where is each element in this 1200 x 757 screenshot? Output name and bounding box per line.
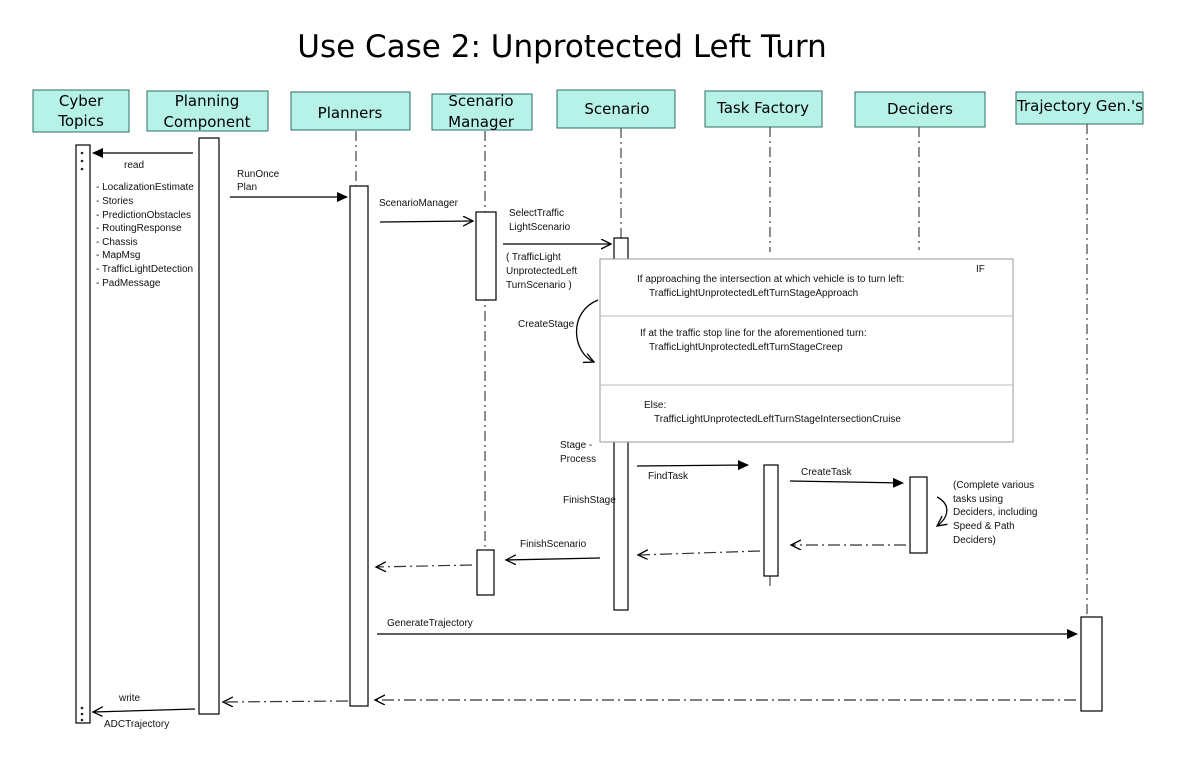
alt-frame [599,258,1014,443]
deciders-note-line: Deciders) [953,535,996,546]
activation-task-factory [763,464,779,577]
alt-condition: Else: [644,400,666,411]
alt-fragment: IF If approaching the intersection at wh… [599,258,1014,443]
message-label-runonce: RunOnce [237,169,280,180]
message-label-select-traffic: SelectTraffic [509,208,564,219]
participant-planners: Planners [290,91,411,131]
participant-label-line: Component [163,113,250,131]
activation-deciders [909,476,928,554]
participant-label-line: Trajectory Gen.'s [1016,97,1143,115]
dot-mark [80,718,84,722]
message-label-stage-process: Process [560,454,596,465]
participant-cyber-topics: Cyber Topics [32,89,130,133]
alt-condition: If approaching the intersection at which… [637,274,904,285]
dot-mark [80,159,84,163]
participant-trajectory-gen: Trajectory Gen.'s [1015,91,1144,125]
message-label-runonce: Plan [237,182,257,193]
topics-list: - LocalizationEstimate - Stories - Predi… [96,182,194,289]
participant-label-line: Planners [318,104,383,122]
alt-condition: If at the traffic stop line for the afor… [640,328,867,339]
topic-item: - LocalizationEstimate [96,182,194,193]
message-create-task [789,477,904,488]
activation-planners [349,185,369,707]
message-label-scenario-manager: ScenarioManager [379,198,459,209]
topic-item: - RoutingResponse [96,223,182,234]
message-label-finish-stage: FinishStage [563,495,616,506]
message-label-adc-trajectory: ADCTrajectory [104,719,169,730]
participant-label-line: Task Factory [716,99,809,117]
diagram-title: Use Case 2: Unprotected Left Turn [297,29,826,65]
message-create-stage [575,299,599,362]
dot-mark [80,712,84,716]
participant-label-line: Manager [448,113,515,131]
message-label-scenario-type: ( TrafficLight [506,252,561,263]
message-scenario-manager [379,221,473,222]
alt-stage: TrafficLightUnprotectedLeftTurnStageCree… [649,342,843,353]
message-label-finish-scenario: FinishScenario [520,539,587,550]
topic-item: - MapMsg [96,250,140,261]
topic-item: - TrafficLightDetection [96,264,193,275]
dot-mark [80,151,84,155]
topic-item: - Stories [96,196,133,207]
deciders-note-line: Speed & Path [953,521,1015,532]
deciders-note-line: (Complete various [953,480,1034,491]
participant-label-line: Scenario [448,92,513,110]
activation-trajectory-gen [1080,616,1103,712]
message-label-create-stage: CreateStage [518,319,575,330]
alt-tag: IF [976,264,985,275]
activation-planning-component [198,137,220,715]
topic-item: - Chassis [96,237,138,248]
alt-stage: TrafficLightUnprotectedLeftTurnStageInte… [654,414,901,425]
return-planners-to-planning [223,701,349,702]
message-find-task [636,460,749,471]
participant-scenario: Scenario [556,89,676,129]
message-label-find-task: FindTask [648,471,689,482]
topic-item: - PredictionObstacles [96,210,191,221]
participant-label-line: Deciders [887,100,953,118]
deciders-note-line: tasks using [953,494,1003,505]
participant-label-line: Planning [175,92,240,110]
deciders-self-arrow [937,496,947,526]
activation-scenario-manager-2 [476,549,495,596]
participant-scenario-manager: Scenario Manager [431,92,533,131]
message-write [93,709,196,712]
participant-label-line: Topics [57,112,104,130]
message-label-select-traffic: LightScenario [509,222,571,233]
dot-mark [80,167,84,171]
participant-planning-component: Planning Component [146,90,269,132]
message-label-generate-trajectory: GenerateTrajectory [387,618,473,629]
participant-task-factory: Task Factory [704,90,823,128]
message-finish-scenario [506,558,601,560]
activation-cyber-topics [75,144,91,724]
topic-item: - PadMessage [96,278,161,289]
participant-label-line: Cyber [59,92,104,110]
message-label-scenario-type: TurnScenario ) [506,280,572,291]
alt-stage: TrafficLightUnprotectedLeftTurnStageAppr… [649,288,858,299]
return-task-factory-to-scenario [638,551,761,555]
deciders-note-line: Deciders, including [953,507,1038,518]
return-scenario-manager-to-planners [376,565,473,567]
message-label-scenario-type: UnprotectedLeft [506,266,577,277]
message-label-stage-process: Stage - [560,440,592,451]
participant-deciders: Deciders [854,91,986,128]
message-label-write: write [118,693,141,704]
message-label-read: read [124,160,144,171]
message-label-create-task: CreateTask [801,467,853,478]
participant-label-line: Scenario [584,100,649,118]
dot-mark [80,706,84,710]
activation-scenario-manager-1 [475,211,497,301]
